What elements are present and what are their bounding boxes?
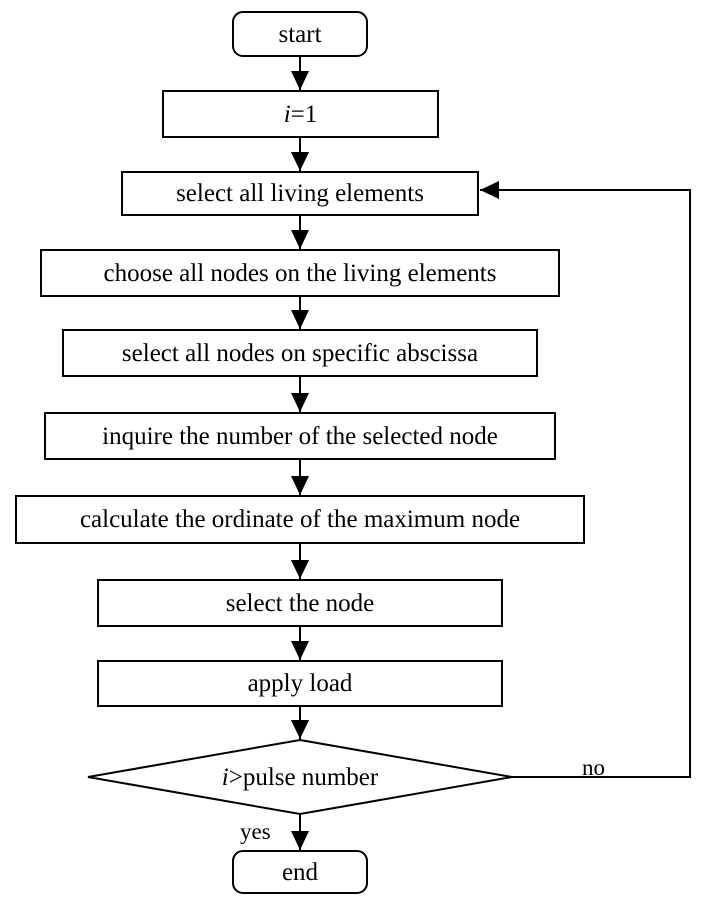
select-living-label: select all living elements xyxy=(176,180,424,207)
select-abscissa-label: select all nodes on specific abscissa xyxy=(121,339,479,367)
arrow-no-loop xyxy=(480,181,691,778)
start-label: start xyxy=(278,20,322,48)
choose-nodes-label: choose all nodes on the living elements xyxy=(103,259,497,287)
decision-rest: >pulse number xyxy=(228,763,379,791)
edge-label-yes: yes xyxy=(240,819,271,844)
calculate-label: calculate the ordinate of the maximum no… xyxy=(79,506,521,533)
end-label: end xyxy=(281,858,319,886)
decision-label: i>pulse number xyxy=(88,757,512,797)
select-node-label: select the node xyxy=(225,589,375,617)
decision-variable: i xyxy=(221,763,229,791)
apply-load-label: apply load xyxy=(247,670,353,697)
inquire-label: inquire the number of the selected node xyxy=(102,422,498,450)
init-variable: i xyxy=(283,100,291,128)
end-terminal xyxy=(232,850,368,894)
init-label: i=1 xyxy=(163,91,438,137)
init-rest: =1 xyxy=(290,100,318,128)
edge-label-no: no xyxy=(582,755,605,780)
